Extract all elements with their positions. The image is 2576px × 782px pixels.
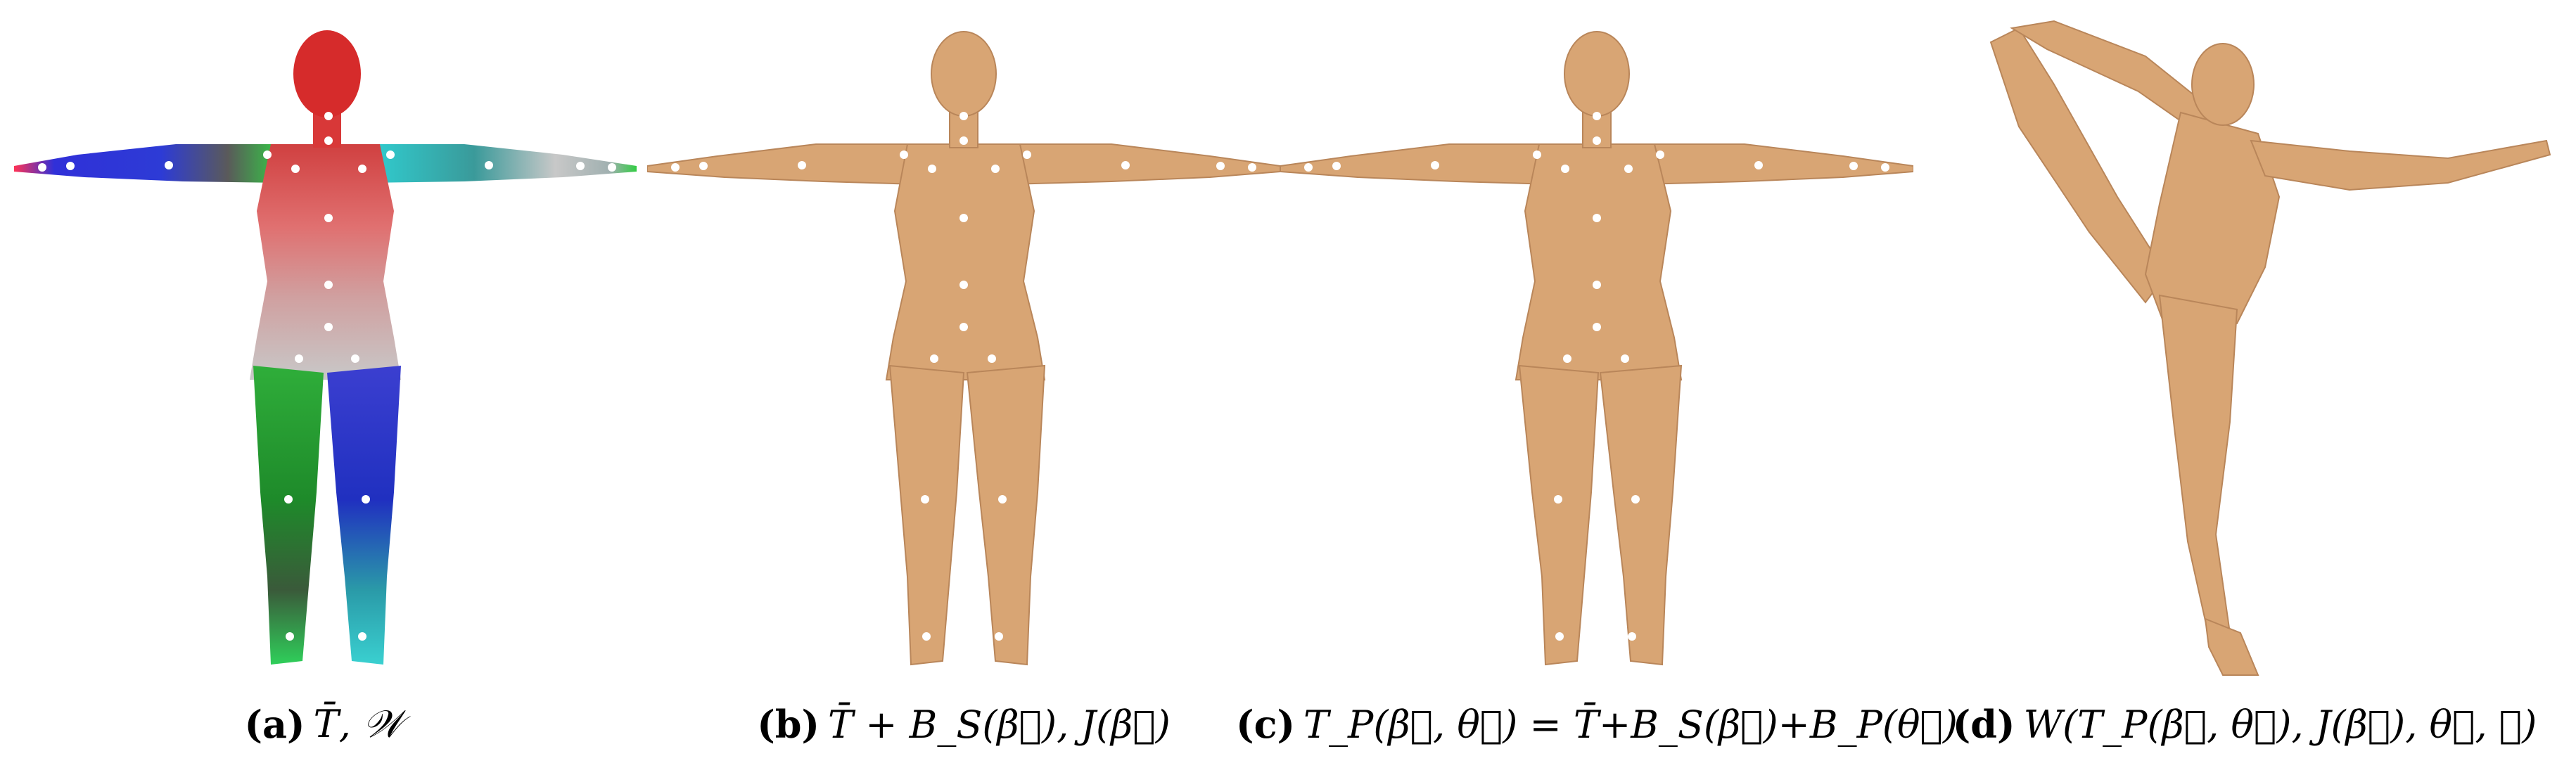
caption-b: (b) T̄ + B_S(β⃗), J(β⃗) [647, 693, 1280, 756]
caption-c-formula: T_P(β⃗, θ⃗) = T̄+B_S(β⃗)+B_P(θ⃗) [1303, 702, 1958, 747]
caption-d-formula: W(T_P(β⃗, θ⃗), J(β⃗), θ⃗, 𝒲) [2023, 702, 2537, 747]
body-mesh-pose-corrected [1280, 31, 1913, 666]
caption-b-formula: T̄ + B_S(β⃗), J(β⃗) [828, 702, 1171, 747]
joint-markers-b [671, 112, 1256, 641]
caption-d: (d) W(T_P(β⃗, θ⃗), J(β⃗), θ⃗, 𝒲) [1913, 693, 2576, 756]
caption-c-label: (c) [1236, 702, 1296, 747]
caption-d-label: (d) [1952, 702, 2015, 747]
caption-c: (c) T_P(β⃗, θ⃗) = T̄+B_S(β⃗)+B_P(θ⃗) [1236, 693, 1958, 756]
panel-a: (a) T̄, 𝒲 [0, 0, 647, 782]
joint-markers-c [1304, 112, 1889, 641]
joint-markers [38, 112, 616, 641]
body-mesh-weights [14, 30, 637, 665]
body-mesh-shape [647, 31, 1280, 666]
panel-d: (d) W(T_P(β⃗, θ⃗), J(β⃗), θ⃗, 𝒲) [1913, 0, 2576, 782]
caption-a-formula: T̄, 𝒲 [313, 702, 403, 746]
caption-a-label: (a) [244, 702, 305, 747]
caption-a: (a) T̄, 𝒲 [0, 693, 647, 756]
panel-c: (c) T_P(β⃗, θ⃗) = T̄+B_S(β⃗)+B_P(θ⃗) [1236, 0, 1958, 782]
caption-b-label: (b) [757, 702, 820, 747]
panel-b: (b) T̄ + B_S(β⃗), J(β⃗) [647, 0, 1280, 782]
body-mesh-posed [1989, 20, 2551, 676]
